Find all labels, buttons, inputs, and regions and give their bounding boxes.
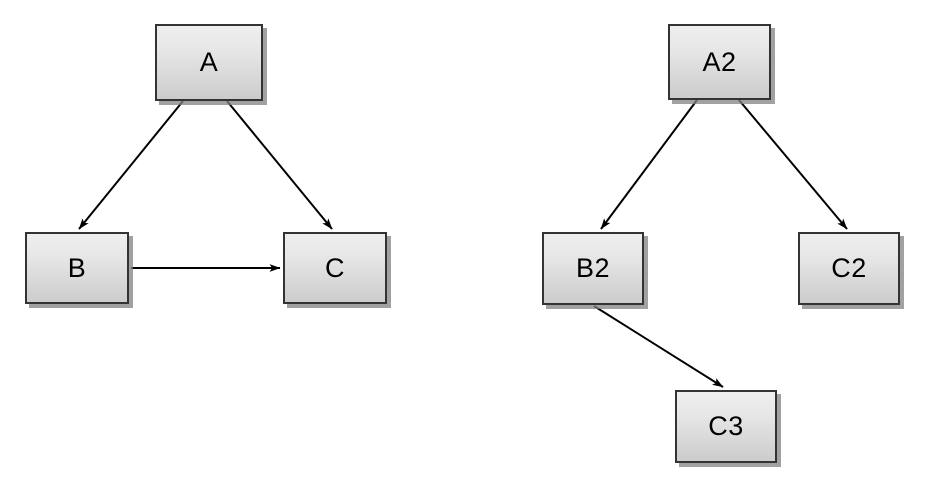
edge-a-to-c[interactable]: [226, 100, 333, 230]
node-label: B2: [575, 253, 611, 283]
node-b[interactable]: B: [25, 232, 129, 304]
node-label: C3: [708, 411, 744, 441]
node-label: C2: [831, 253, 867, 283]
node-c3[interactable]: C3: [675, 390, 777, 463]
node-c[interactable]: C: [283, 232, 387, 304]
edge-b2-to-c3[interactable]: [593, 305, 724, 388]
edge-a2-to-c2[interactable]: [738, 99, 848, 230]
node-a2[interactable]: A2: [668, 24, 771, 100]
node-b2[interactable]: B2: [542, 232, 644, 305]
edge-a-to-b[interactable]: [78, 100, 184, 230]
edges-group: [78, 99, 848, 388]
edge-a2-to-b2[interactable]: [600, 99, 698, 230]
node-a[interactable]: A: [155, 24, 263, 101]
node-label: C: [325, 252, 345, 283]
node-c2[interactable]: C2: [798, 232, 900, 305]
node-label: A2: [702, 46, 737, 77]
node-label: A: [199, 47, 219, 77]
node-label: B: [67, 252, 87, 283]
